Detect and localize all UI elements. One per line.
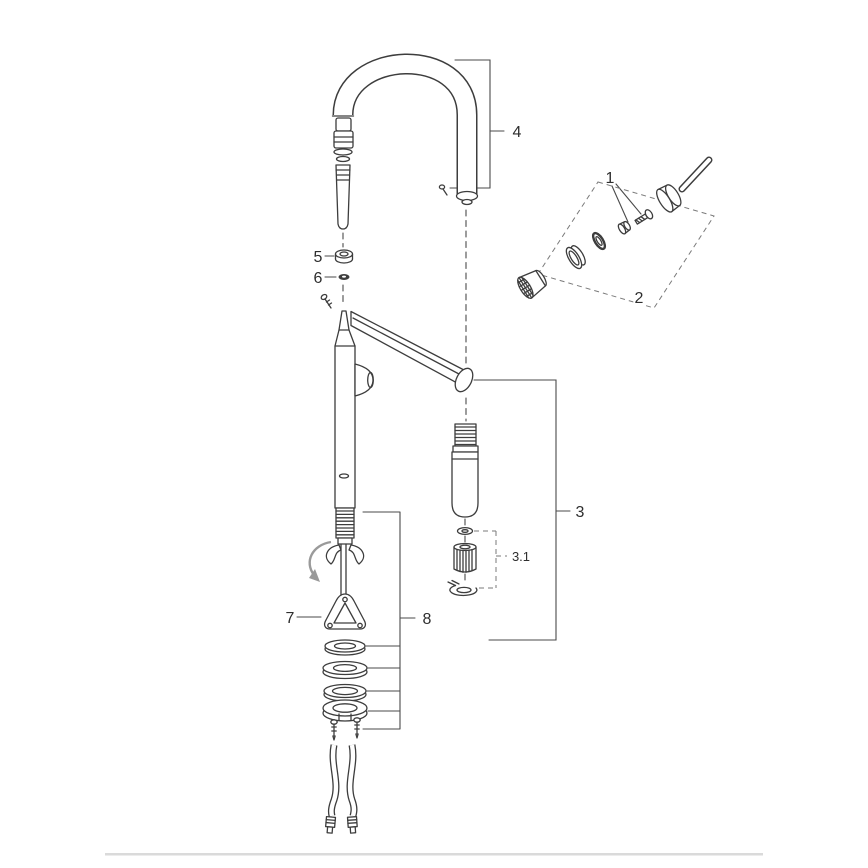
part-3-1-clip — [447, 579, 478, 597]
callout-3-bracket — [473, 379, 557, 641]
callout-3-label: 3 — [576, 504, 585, 521]
washer-3 — [323, 683, 367, 702]
clamp-ring — [322, 699, 368, 722]
spray-head-assembly — [517, 156, 713, 299]
body-set-screw — [320, 293, 333, 309]
mounting-screw-right — [353, 717, 361, 739]
seal-ring — [565, 245, 586, 270]
callout-3-1-label: 3.1 — [512, 549, 530, 564]
handle-lever — [678, 156, 713, 193]
washer-1 — [324, 639, 366, 656]
callout-7-label: 7 — [286, 610, 295, 627]
callout-8-bracket — [362, 511, 416, 730]
callout-2-label: 2 — [635, 290, 644, 307]
part-5-nut — [334, 249, 354, 264]
callout-1-label: 1 — [606, 170, 615, 187]
supply-hose-left — [324, 744, 340, 834]
callout-6-label: 6 — [314, 270, 323, 287]
callout-8-label: 8 — [423, 611, 432, 628]
lever-handle-arm — [350, 310, 474, 393]
centerline-cartridge — [464, 209, 467, 582]
bottom-divider — [105, 853, 763, 856]
callout-3-1-bracket — [474, 530, 507, 589]
cartridge — [451, 423, 479, 518]
retaining-clips — [325, 544, 365, 565]
callout-4-label: 4 — [513, 124, 522, 141]
part-6-oring — [338, 274, 350, 280]
mounting-plate — [323, 593, 367, 630]
handle-flange — [656, 184, 682, 213]
mounting-screw-left — [330, 719, 338, 741]
fixing-screw — [634, 209, 654, 225]
part-3-1-oring — [456, 526, 474, 536]
group-1-2-dashed-box — [537, 181, 715, 309]
callout-5-label: 5 — [314, 249, 323, 266]
part-3-1-bushing — [453, 542, 477, 573]
washer — [591, 231, 607, 251]
pullout-spray-hose — [333, 117, 354, 230]
faucet-body — [334, 310, 374, 620]
callout-labels: 1 2 3 3.1 4 5 6 7 8 — [286, 124, 646, 628]
aerator-head — [517, 269, 547, 299]
spout-retaining-screw — [438, 184, 448, 196]
rotation-arrow — [308, 540, 332, 582]
spout-arc — [331, 53, 479, 206]
supply-hose-right — [346, 744, 358, 834]
spacer-sleeve — [617, 220, 631, 235]
callout-lines — [296, 59, 715, 730]
washer-2 — [322, 660, 368, 680]
callout-1-leaders — [611, 183, 642, 223]
